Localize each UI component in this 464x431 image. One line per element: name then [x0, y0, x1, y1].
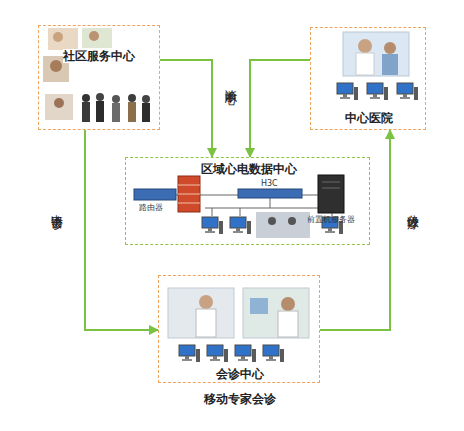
computer-icon [230, 217, 251, 234]
person-head [199, 295, 213, 309]
person-head [268, 217, 276, 225]
network-wire [270, 197, 271, 208]
person-body [196, 309, 216, 337]
person-body [96, 101, 104, 122]
consult-box: 会诊中心移动专家会诊 [158, 275, 320, 383]
person-head [384, 42, 396, 54]
node-title: 区域心电数据中心 [126, 162, 371, 176]
photo [48, 28, 78, 50]
photo [45, 94, 73, 120]
person-head [142, 95, 150, 103]
person-body [112, 103, 120, 122]
firewall-symbol [178, 176, 200, 212]
hospital-box: 中心医院 [310, 27, 426, 130]
person-head [358, 39, 372, 53]
person-head [50, 60, 62, 72]
computer-icon [397, 83, 418, 100]
node-title: 社区服务中心 [63, 49, 158, 63]
node-title: 会诊中心 [159, 367, 321, 381]
network-wire [240, 208, 241, 216]
photo [243, 288, 309, 338]
person-body [142, 103, 150, 122]
photo [168, 288, 234, 338]
people-group [82, 93, 150, 122]
brick-line [178, 203, 200, 204]
computer-icon [367, 83, 388, 100]
person-head [53, 32, 63, 42]
brick-line [178, 194, 200, 195]
node-caption: 移动专家会诊 [159, 392, 321, 406]
flow-arrow [250, 60, 310, 157]
person-body [356, 53, 374, 75]
computer-icon [179, 345, 200, 362]
server-slot [322, 188, 340, 189]
person-head [89, 31, 99, 41]
network-wire [212, 208, 213, 216]
part-name: H3C [261, 179, 278, 189]
photo [256, 212, 310, 238]
person-body [278, 311, 298, 337]
server-symbol [318, 175, 344, 213]
computer-icon [207, 345, 228, 362]
service-box: 社区服务中心 [38, 25, 160, 130]
node-title: 中心医院 [311, 111, 427, 125]
data-center-box: 区域心电数据中心 [125, 157, 370, 245]
flow-arrow [160, 60, 212, 157]
edge-label: 申请会诊 [50, 205, 64, 209]
person-head [82, 94, 90, 102]
computer-icon [235, 345, 256, 362]
person-head [281, 297, 295, 311]
computer-icon [263, 345, 284, 362]
part-name: 路由器 [139, 203, 163, 213]
server-slot [322, 182, 340, 183]
computer-icon [337, 83, 358, 100]
person-body [82, 102, 90, 122]
switch-symbol [238, 189, 302, 198]
person-body [128, 102, 136, 122]
part-name: 前置机服务器 [307, 215, 355, 225]
person-head [288, 217, 296, 225]
brick-line [178, 185, 200, 186]
person-head [112, 95, 120, 103]
router-symbol [134, 189, 176, 200]
person-head [128, 94, 136, 102]
flow-arrow [320, 130, 390, 330]
person-head [96, 93, 104, 101]
photo [82, 28, 112, 48]
computer-icon [202, 217, 223, 234]
photo [343, 32, 409, 76]
person-body [382, 54, 398, 75]
network-wire [205, 208, 335, 209]
person-head [54, 98, 64, 108]
flow-arrow [85, 130, 158, 330]
monitor-in-photo [250, 298, 268, 314]
edge-label: 分级诊疗 [406, 205, 420, 209]
edge-side-label: 诊断中心 [224, 80, 238, 84]
